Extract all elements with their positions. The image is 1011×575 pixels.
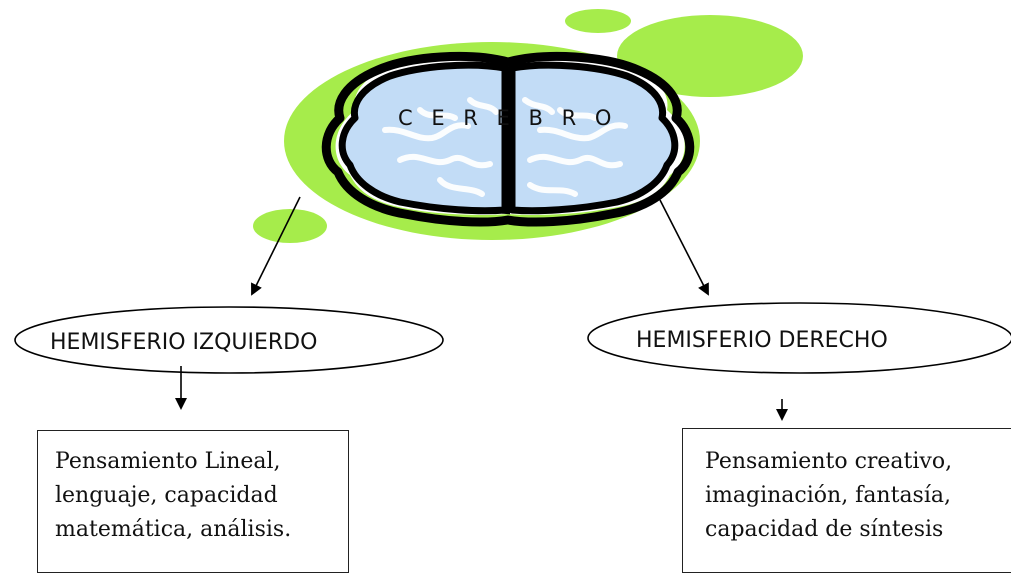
left-description-line: matemática, análisis. xyxy=(55,517,292,542)
arrow-to-right-hemisphere xyxy=(659,199,709,296)
right-description-line: Pensamiento creativo, xyxy=(705,449,953,474)
left-description-line: Pensamiento Lineal, xyxy=(55,449,281,474)
right-description-line: capacidad de síntesis xyxy=(705,517,944,542)
right-hemisphere-description-box: Pensamiento creativo, imaginación, fanta… xyxy=(682,428,1011,573)
left-hemisphere-node xyxy=(14,306,444,374)
left-hemisphere-description-box: Pensamiento Lineal, lenguaje, capacidad … xyxy=(37,430,349,573)
green-blob-small-left xyxy=(253,209,327,243)
left-description-line: lenguaje, capacidad xyxy=(55,483,278,508)
right-description-line: imaginación, fantasía, xyxy=(705,483,951,508)
left-hemisphere-label: HEMISFERIO IZQUIERDO xyxy=(50,330,317,355)
right-hemisphere-label: HEMISFERIO DERECHO xyxy=(636,328,888,353)
green-blob-top-right xyxy=(617,15,803,97)
arrow-to-left-hemisphere xyxy=(251,196,301,296)
green-blob-small-top xyxy=(565,9,631,33)
brain-icon xyxy=(321,52,695,227)
right-hemisphere-node xyxy=(587,302,1011,374)
diagram-title: C E R E B R O xyxy=(398,106,617,130)
